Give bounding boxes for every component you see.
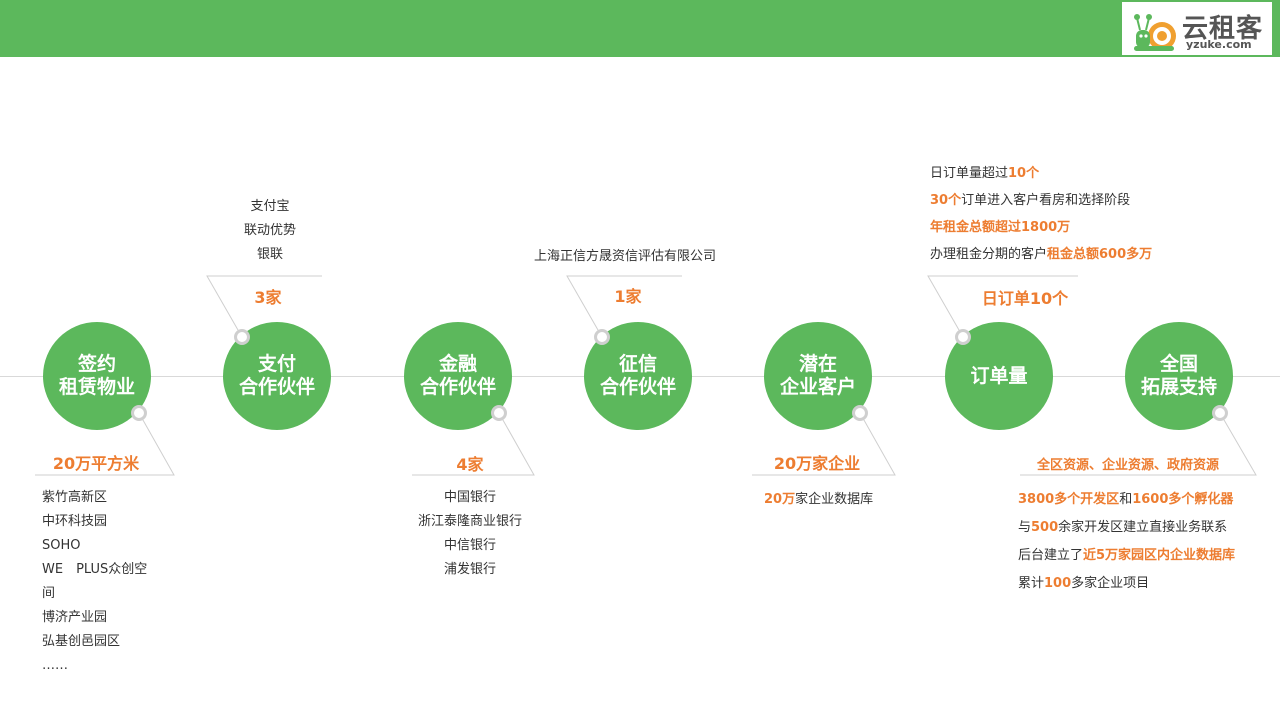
- node-label: 合作伙伴: [419, 376, 496, 398]
- description-text: 家企业数据库: [795, 492, 874, 507]
- property-list: 紫竹高新区 中环科技园 SOHO WE PLUS众创空 间 博济产业园 弘基创邑…: [42, 486, 147, 678]
- node-label: 签约: [77, 353, 116, 375]
- connector-dot: [491, 405, 507, 421]
- brand-domain: yzuke.com: [1186, 38, 1252, 51]
- connector-dot: [234, 329, 250, 345]
- description-text: 与: [1018, 520, 1032, 535]
- description-text: 多家企业项目: [1071, 576, 1150, 591]
- list-item: 与500余家开发区建立直接业务联系: [1018, 514, 1235, 542]
- emphasis-number: 20万: [764, 492, 796, 507]
- node-label: 租赁物业: [58, 376, 135, 398]
- connector-finance: [412, 412, 535, 476]
- list-item: 年租金总额超过1800万: [930, 214, 1152, 241]
- node-label: 合作伙伴: [238, 376, 315, 398]
- node-label: 合作伙伴: [599, 376, 676, 398]
- node-label: 企业客户: [779, 376, 856, 398]
- list-item: 中国银行: [443, 490, 496, 505]
- list-item: 3800多个开发区和1600多个孵化器: [1018, 486, 1235, 514]
- node-label: 订单量: [970, 364, 1028, 387]
- list-item: WE PLUS众创空: [42, 562, 148, 577]
- connector-credit: [566, 275, 682, 338]
- emphasis-number: 500: [1031, 520, 1059, 535]
- header-bar: 云租客 yzuke.com: [0, 0, 1280, 57]
- payment-highlight: 3家: [254, 288, 282, 307]
- emphasis-text: 1600多个孵化器: [1132, 492, 1234, 507]
- finance-highlight: 4家: [456, 455, 484, 474]
- connector-property: [35, 412, 175, 476]
- finance-list: 中国银行 浙江泰隆商业银行 中信银行 浦发银行: [400, 486, 540, 582]
- node-label: 潜在: [798, 353, 837, 375]
- list-item: 间: [42, 586, 56, 601]
- connector-enterprise: [752, 412, 896, 476]
- connector-national: [1020, 412, 1257, 476]
- connector-dot: [1212, 405, 1228, 421]
- connector-dot: [955, 329, 971, 345]
- list-item: 浙江泰隆商业银行: [417, 514, 522, 529]
- node-payment-partners[interactable]: 支付 合作伙伴: [223, 322, 331, 430]
- description-text: 余家开发区建立直接业务联系: [1058, 520, 1228, 535]
- node-label: 拓展支持: [1140, 376, 1217, 398]
- list-item: 紫竹高新区: [42, 490, 108, 505]
- payment-list: 支付宝 联动优势 银联: [210, 195, 330, 267]
- node-label: 金融: [438, 353, 477, 375]
- list-item: 日订单量超过10个: [930, 160, 1152, 187]
- national-highlight: 全区资源、企业资源、政府资源: [1036, 458, 1219, 473]
- national-list: 3800多个开发区和1600多个孵化器 与500余家开发区建立直接业务联系 后台…: [1018, 486, 1235, 598]
- emphasis-number: 30个: [930, 193, 962, 208]
- list-item: 30个订单进入客户看房和选择阶段: [930, 187, 1152, 214]
- description-text: 订单进入客户看房和选择阶段: [961, 193, 1131, 208]
- list-item: 博济产业园: [42, 610, 108, 625]
- enterprise-highlight: 20万家企业: [773, 454, 861, 473]
- connector-dot: [594, 329, 610, 345]
- list-item: 后台建立了近5万家园区内企业数据库: [1018, 542, 1235, 570]
- emphasis-number: 100: [1044, 576, 1072, 591]
- list-item: 中环科技园: [42, 514, 108, 529]
- connector-dot: [131, 405, 147, 421]
- property-highlight: 20万平方米: [52, 454, 140, 473]
- list-item: ……: [42, 658, 68, 673]
- list-item: 联动优势: [243, 223, 296, 238]
- snail-icon: [1134, 14, 1176, 51]
- emphasis-number: 10个: [1008, 166, 1040, 181]
- description-text: 办理租金分期的客户: [930, 247, 1048, 262]
- list-item: 累计100多家企业项目: [1018, 570, 1235, 598]
- connector-orders: [927, 275, 1078, 338]
- node-label: 支付: [257, 353, 296, 375]
- connector-dot: [852, 405, 868, 421]
- node-label: 全国: [1159, 353, 1198, 375]
- list-item: 中信银行: [443, 538, 496, 553]
- description-text: 累计: [1018, 576, 1045, 591]
- brand-name: 云租客: [1182, 14, 1264, 44]
- emphasis-text: 年租金总额超过1800万: [930, 220, 1071, 235]
- credit-highlight: 1家: [614, 287, 642, 306]
- orders-list: 日订单量超过10个 30个订单进入客户看房和选择阶段 年租金总额超过1800万 …: [930, 160, 1152, 268]
- emphasis-number: 租金总额600多万: [1047, 247, 1153, 262]
- brand-logo[interactable]: 云租客 yzuke.com: [1122, 2, 1272, 55]
- list-item: 支付宝: [250, 199, 290, 214]
- enterprise-database: 20万家企业数据库: [764, 488, 873, 507]
- credit-agency: 上海正信方晟资信评估有限公司: [533, 249, 716, 264]
- list-item: 弘基创邑园区: [42, 634, 121, 649]
- description-text: 后台建立了: [1018, 548, 1084, 563]
- node-label: 征信: [618, 353, 657, 375]
- description-text: 日订单量超过: [930, 166, 1009, 181]
- description-text: 和: [1119, 492, 1133, 507]
- list-item: SOHO: [42, 538, 81, 553]
- orders-highlight: 日订单10个: [981, 289, 1069, 308]
- list-item: 浦发银行: [443, 562, 496, 577]
- list-item: 银联: [256, 247, 283, 262]
- emphasis-text: 近5万家园区内企业数据库: [1083, 548, 1236, 563]
- node-national-support[interactable]: 全国 拓展支持: [1125, 322, 1233, 430]
- emphasis-text: 3800多个开发区: [1018, 492, 1120, 507]
- connector-payment: [206, 275, 322, 338]
- list-item: 办理租金分期的客户租金总额600多万: [930, 241, 1152, 268]
